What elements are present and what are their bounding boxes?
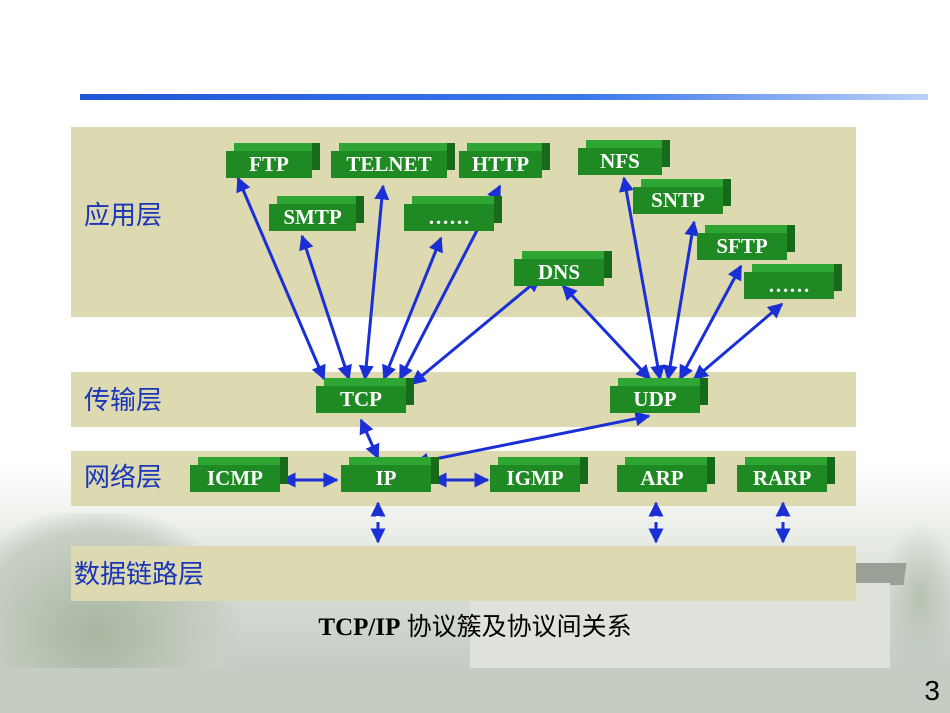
protocol-box-igmp: IGMP	[490, 457, 588, 492]
protocol-box-more-udp: ……	[744, 264, 842, 299]
arrow-nfs-udp	[618, 176, 666, 381]
protocol-box-http: HTTP	[459, 143, 550, 178]
arrow-more-udp	[692, 302, 784, 381]
protocol-label: NFS	[578, 148, 662, 175]
datalink-layer-label: 数据链路层	[74, 560, 205, 590]
arrow-sftp-udp	[678, 264, 743, 381]
protocol-label: SFTP	[697, 233, 787, 260]
network-layer-label: 网络层	[84, 463, 163, 493]
caption-latin: TCP/IP	[318, 614, 401, 641]
protocol-box-dns: DNS	[514, 251, 612, 286]
arrow-smtp-tcp	[299, 234, 352, 381]
protocol-box-ip: IP	[341, 457, 439, 492]
datalink-layer-band	[71, 546, 856, 601]
protocol-label: HTTP	[459, 151, 542, 178]
arrow-dns-tcp	[410, 276, 542, 386]
protocol-label: DNS	[514, 259, 604, 286]
protocol-box-telnet: TELNET	[331, 143, 455, 178]
background-tree	[880, 523, 950, 673]
caption-cjk: 协议簇及协议间关系	[406, 612, 632, 641]
background-ground	[0, 668, 950, 713]
protocol-box-tcp: TCP	[316, 378, 414, 413]
protocol-label: UDP	[610, 386, 700, 413]
protocol-label: ……	[744, 272, 834, 299]
protocol-label: SMTP	[269, 204, 356, 231]
page-number: 3	[924, 675, 940, 706]
protocol-label: IP	[341, 465, 431, 492]
protocol-box-udp: UDP	[610, 378, 708, 413]
arrow-udp-ip	[413, 411, 651, 468]
transport-layer-label: 传输层	[84, 386, 163, 416]
title-rule	[80, 94, 928, 100]
arrow-dns-udp	[561, 284, 652, 381]
protocol-label: ICMP	[190, 465, 280, 492]
protocol-label: ……	[404, 204, 494, 231]
protocol-box-ftp: FTP	[226, 143, 320, 178]
protocol-box-nfs: NFS	[578, 140, 670, 175]
protocol-box-icmp: ICMP	[190, 457, 288, 492]
protocol-label: IGMP	[490, 465, 580, 492]
protocol-box-rarp: RARP	[737, 457, 835, 492]
protocol-box-more-tcp: ……	[404, 196, 502, 231]
arrow-telnet-tcp	[358, 184, 390, 381]
protocol-box-smtp: SMTP	[269, 196, 364, 231]
arrow-sntp-udp	[662, 220, 700, 381]
protocol-label: ARP	[617, 465, 707, 492]
diagram-caption: TCP/IP 协议簇及协议间关系	[0, 607, 950, 643]
protocol-label: FTP	[226, 151, 312, 178]
protocol-label: TCP	[316, 386, 406, 413]
protocol-label: SNTP	[633, 187, 723, 214]
arrow-tcp-ip	[359, 418, 380, 460]
protocol-box-arp: ARP	[617, 457, 715, 492]
protocol-box-sftp: SFTP	[697, 225, 795, 260]
protocol-box-sntp: SNTP	[633, 179, 731, 214]
protocol-label: RARP	[737, 465, 827, 492]
application-layer-label: 应用层	[84, 201, 163, 231]
protocol-label: TELNET	[331, 151, 447, 178]
